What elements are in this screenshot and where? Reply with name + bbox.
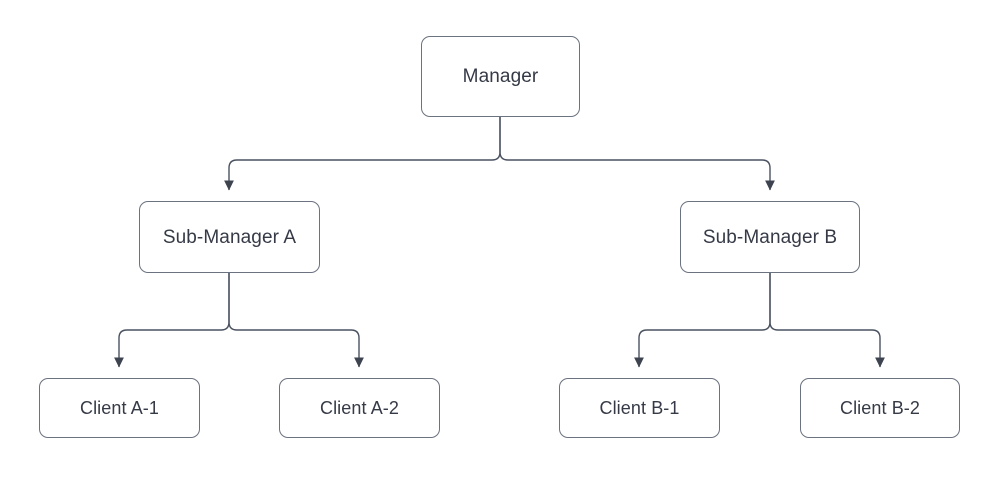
edge-sub-manager-b-to-client-b-2 [769,273,885,368]
node-sub-manager-a[interactable]: Sub-Manager A [139,201,320,273]
node-manager-label: Manager [462,66,539,87]
edge-sub-manager-b-to-client-b-1 [634,273,771,368]
node-client-a-2[interactable]: Client A-2 [279,378,440,438]
node-client-b-1-label: Client B-1 [599,398,680,418]
edge-manager-to-sub-manager-a [224,117,501,191]
node-sub-manager-b-label: Sub-Manager B [702,226,838,248]
edge-sub-manager-a-to-client-a-2 [228,273,364,368]
node-client-a-1-label: Client A-1 [79,398,160,418]
node-client-b-1[interactable]: Client B-1 [559,378,720,438]
node-client-a-2-label: Client A-2 [319,398,400,418]
node-client-b-2-label: Client B-2 [839,398,921,418]
node-sub-manager-b[interactable]: Sub-Manager B [680,201,860,273]
node-client-a-1[interactable]: Client A-1 [39,378,200,438]
edge-manager-to-sub-manager-b [499,117,775,191]
node-manager[interactable]: Manager [421,36,580,117]
edge-sub-manager-a-to-client-a-1 [114,273,230,368]
node-client-b-2[interactable]: Client B-2 [800,378,960,438]
node-sub-manager-a-label: Sub-Manager A [162,226,297,248]
